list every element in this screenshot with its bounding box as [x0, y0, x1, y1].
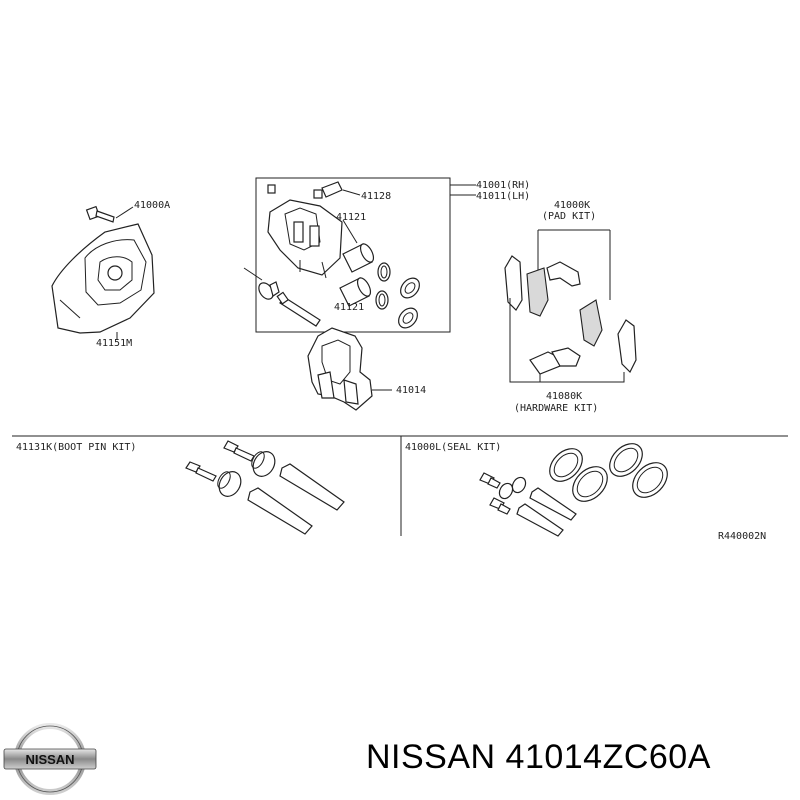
seal-kit-parts [479, 443, 668, 537]
label-pad-kit-name: (PAD KIT) [542, 211, 596, 222]
caliper-body [267, 199, 343, 279]
hardware-kit-bracket-line [509, 298, 625, 383]
piston-41121-upper [342, 219, 420, 299]
label-bleeder: 41128 [361, 191, 391, 202]
bolt-41000a [85, 205, 134, 223]
label-shield: 41151M [96, 338, 132, 349]
product-caption: NISSAN 41014ZC60A [366, 738, 711, 776]
label-pad-kit-code: 41000K [554, 200, 590, 211]
label-seal-kit: 41000L(SEAL KIT) [405, 442, 501, 453]
dust-shield-41151m [51, 223, 155, 340]
brake-pads [504, 255, 637, 374]
logo-text: NISSAN [25, 752, 74, 767]
label-piston-bottom: 41121 [334, 302, 364, 313]
caliper-bracket-41014 [307, 327, 392, 411]
label-ref-code: R440002N [718, 531, 766, 542]
pad-kit-bracket-line [537, 229, 611, 300]
label-caliper-rh: 41001(RH) [476, 180, 530, 191]
label-piston-top: 41121 [336, 212, 366, 223]
nissan-logo: NISSAN [3, 723, 97, 795]
label-hardware-kit-name: (HARDWARE KIT) [514, 403, 598, 414]
caliper-callout-box [255, 177, 451, 333]
bleeder-screw [267, 181, 361, 199]
label-bracket: 41014 [396, 385, 426, 396]
label-bolt: 41000A [134, 200, 170, 211]
boot-pin-kit-parts [185, 440, 345, 535]
piston-41121-lower [339, 277, 418, 329]
hardware-clips [529, 347, 581, 382]
label-caliper-lh: 41011(LH) [476, 191, 530, 202]
label-boot-pin-kit: 41131K(BOOT PIN KIT) [16, 442, 136, 453]
label-hardware-kit-code: 41080K [546, 391, 582, 402]
guide-pins [243, 267, 321, 327]
